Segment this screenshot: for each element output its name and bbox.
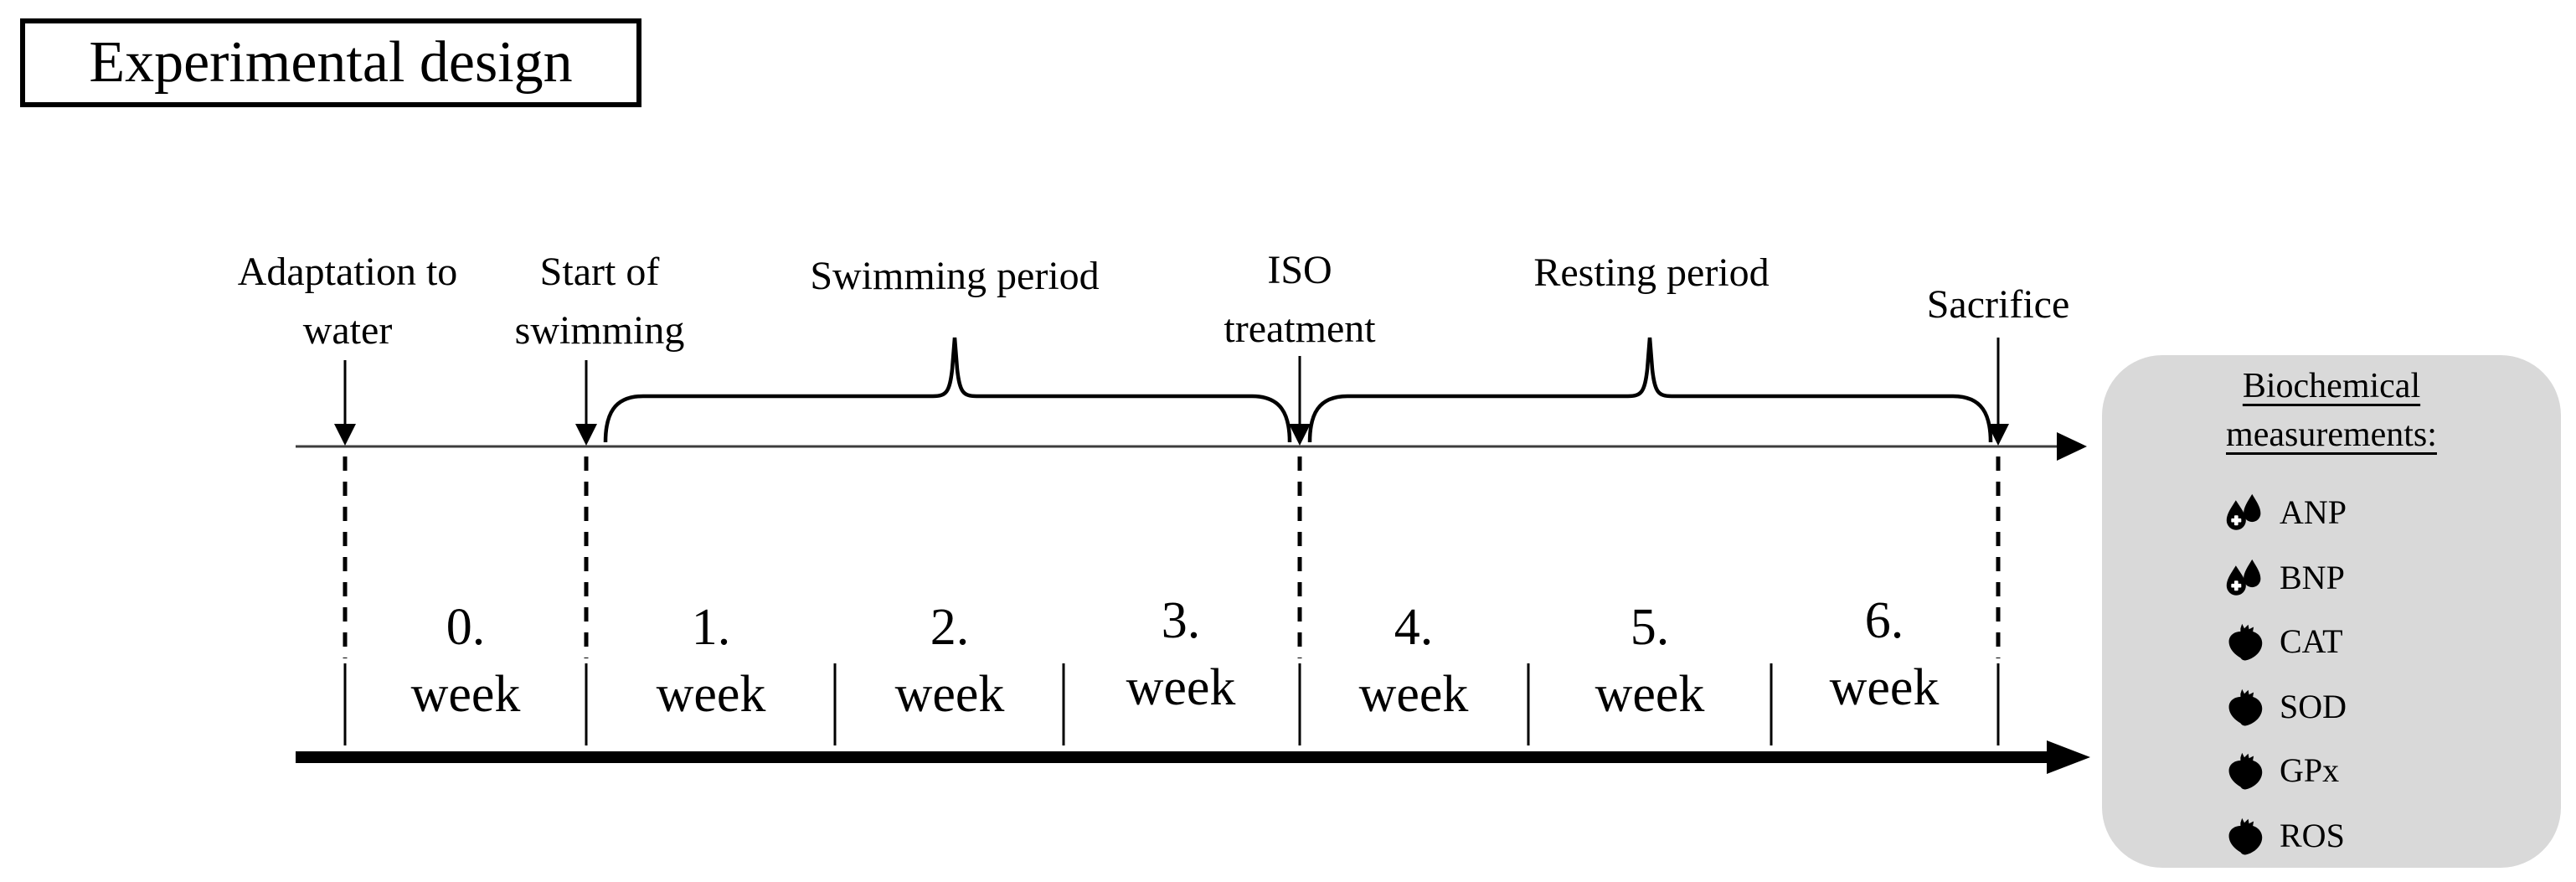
sacrifice-marker-arrow	[1987, 338, 2009, 446]
biochemical-measurements-panel: Biochemical measurements: ANP BNP	[2102, 355, 2561, 868]
panel-item-sod: SOD	[2224, 683, 2347, 730]
week-cell-3: 3. week	[1126, 592, 1236, 716]
week-cell-6: 6. week	[1829, 592, 1940, 716]
label-resting-period: Resting period	[1533, 250, 1770, 295]
week-cell-5: 5. week	[1595, 599, 1705, 723]
week-cell-4: 4. week	[1358, 599, 1469, 723]
blood-drops-icon	[2226, 559, 2261, 596]
thin-axis-arrowhead-icon	[2057, 432, 2087, 461]
heart-icon	[2228, 818, 2263, 855]
label-iso-treatment: ISO treatment	[1224, 248, 1376, 351]
week-cell-0: 0. week	[410, 599, 521, 723]
heart-icon	[2228, 689, 2263, 726]
panel-item-gpx: GPx	[2224, 747, 2339, 794]
panel-item-ros: ROS	[2224, 812, 2345, 859]
label-adaptation-to-water: Adaptation to water	[237, 250, 458, 353]
swimming-period-brace	[603, 337, 1292, 443]
adaptation-marker-arrow	[334, 360, 356, 446]
blood-drops-icon	[2226, 493, 2261, 530]
week-cell-1: 1. week	[656, 599, 766, 723]
resting-period-brace	[1307, 337, 1993, 443]
iso-treatment-marker-arrow	[1289, 356, 1311, 446]
label-sacrifice: Sacrifice	[1926, 282, 2070, 327]
label-swimming-period: Swimming period	[810, 254, 1100, 298]
panel-heading: Biochemical measurements:	[2226, 367, 2437, 454]
panel-item-anp: ANP	[2224, 489, 2347, 536]
start-swimming-marker-arrow	[575, 360, 597, 446]
title-box: Experimental design	[20, 18, 641, 107]
thick-axis-arrowhead-icon	[2047, 740, 2090, 774]
week-cell-2: 2. week	[894, 599, 1005, 723]
label-start-of-swimming: Start of swimming	[514, 250, 685, 353]
panel-item-cat: CAT	[2224, 618, 2343, 665]
heart-icon	[2228, 752, 2263, 790]
thick-timeline-axis	[296, 751, 2048, 763]
figure-title: Experimental design	[89, 30, 573, 95]
panel-item-bnp: BNP	[2224, 554, 2345, 601]
heart-icon	[2228, 623, 2263, 661]
